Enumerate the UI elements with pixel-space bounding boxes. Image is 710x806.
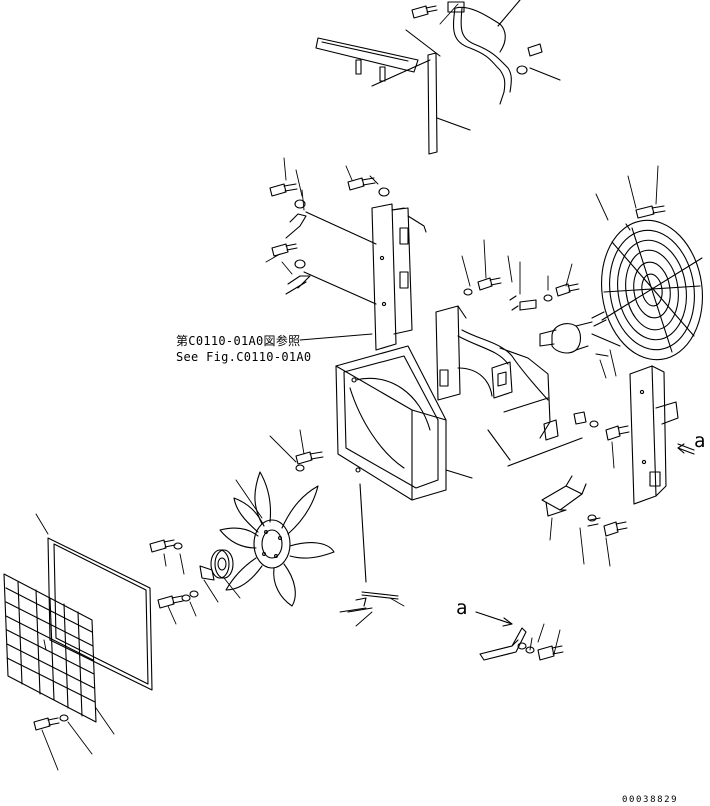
lower-rod xyxy=(347,591,399,613)
front-grille xyxy=(3,573,97,723)
reference-note-japanese: 第C0110-01A0図参照 xyxy=(176,333,300,348)
lower-left-bolts xyxy=(33,451,324,731)
fan-pulley xyxy=(199,549,234,581)
view-mark-bottom: a xyxy=(456,597,467,619)
center-bracket xyxy=(435,305,559,441)
view-mark-right: a xyxy=(694,430,705,452)
drawing-code: 00038829 xyxy=(622,795,678,805)
cooling-fan xyxy=(219,471,335,607)
fan-motor xyxy=(509,295,621,357)
bolts-left-upper xyxy=(269,177,405,269)
top-bolt xyxy=(405,5,561,81)
top-bracket-assembly xyxy=(315,37,471,155)
fan-guard xyxy=(600,205,704,361)
small-clamps-left xyxy=(285,213,311,295)
reference-note-english: See Fig.C0110-01A0 xyxy=(176,350,311,364)
center-bolts xyxy=(463,277,630,467)
lower-bracket xyxy=(541,475,628,537)
hose-pipe xyxy=(447,0,521,105)
leader-lines xyxy=(35,3,659,771)
radiator-screen xyxy=(47,537,153,691)
side-bracket-right xyxy=(629,365,695,505)
bottom-right-clamp xyxy=(479,627,564,661)
side-bracket-left xyxy=(303,203,427,351)
fan-shroud xyxy=(335,345,473,583)
view-arrows xyxy=(475,443,695,627)
